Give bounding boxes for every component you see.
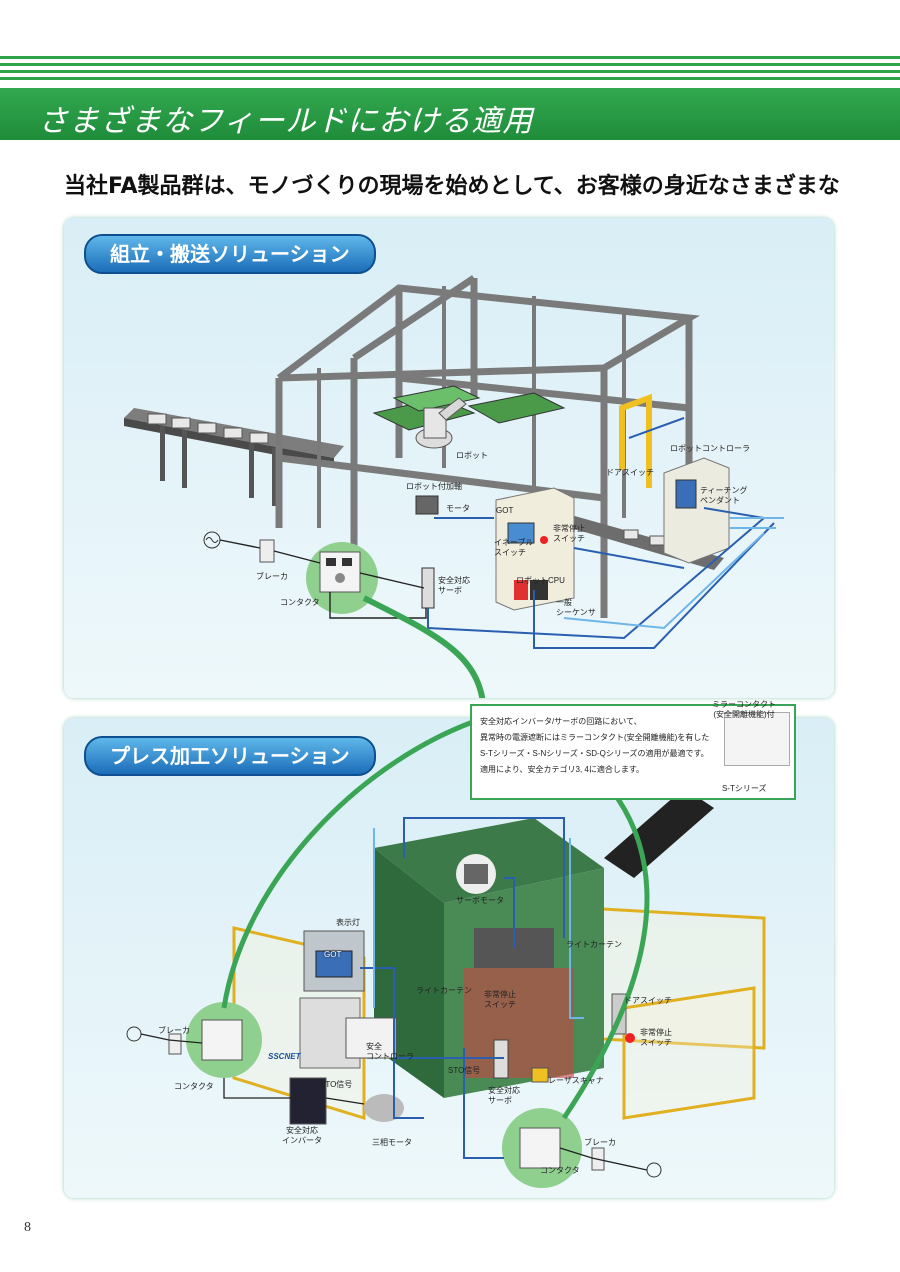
label-motor: モータ — [446, 504, 470, 513]
page-number: 8 — [24, 1220, 31, 1235]
press-title: プレス加工ソリューション — [84, 736, 376, 776]
label-sequencer: 一般 シーケンサ — [556, 598, 596, 617]
assembly-panel: 組立・搬送ソリューション — [64, 218, 834, 698]
callout-line: 異常時の電源遮断にはミラーコンタクト(安全開離機能)を有した — [480, 733, 710, 742]
header-banner — [0, 88, 900, 140]
callout-line: 安全対応インバータ/サーボの回路において、 — [480, 717, 642, 726]
label-mirror-contact: ミラーコンタクト (安全開離機能)付 — [712, 700, 776, 719]
label-breaker-2: ブレーカ — [584, 1138, 616, 1147]
label-breaker: ブレーカ — [256, 572, 288, 581]
label-series: S-Tシリーズ — [722, 784, 767, 793]
label-safety-inverter: 安全対応 インバータ — [282, 1126, 322, 1145]
label-safety-servo: 安全対応 サーボ — [438, 576, 470, 595]
label-robot: ロボット — [456, 451, 488, 460]
label-robot-cpu: ロボットCPU — [516, 576, 565, 585]
label-door-switch-press: ドアスイッチ — [624, 996, 672, 1005]
label-got: GOT — [496, 506, 514, 515]
mirror-contact-callout: 安全対応インバータ/サーボの回路において、 異常時の電源遮断にはミラーコンタクト… — [470, 704, 796, 800]
contactor-product-image — [724, 712, 790, 766]
callout-line: 適用により、安全カテゴリ3, 4に適合します。 — [480, 765, 645, 774]
label-contactor-2: コンタクタ — [540, 1166, 580, 1175]
callout-line: S-Tシリーズ・S-Nシリーズ・SD-Qシリーズの適用が最適です。 — [480, 749, 709, 758]
label-safety-controller: 安全 コントローラ — [366, 1042, 414, 1061]
press-panel: プレス加工ソリューション — [64, 718, 834, 1198]
label-estop-2: 非常停止 スイッチ — [640, 1028, 672, 1047]
assembly-title: 組立・搬送ソリューション — [84, 234, 376, 274]
label-sto-2: STO信号 — [448, 1066, 481, 1075]
label-robot-axis: ロボット付加軸 — [406, 482, 462, 491]
label-door-switch: ドアスイッチ — [606, 468, 654, 477]
label-estop: 非常停止 スイッチ — [553, 524, 585, 543]
sscnet-logo: SSCNET — [268, 1052, 301, 1061]
label-light-curtain-right: ライトカーテン — [566, 940, 622, 949]
label-estop-1: 非常停止 スイッチ — [484, 990, 516, 1009]
page-title: さまざまなフィールドにおける適用 — [38, 104, 534, 139]
label-light-curtain-left: ライトカーテン — [416, 986, 472, 995]
callout-text: 安全対応インバータ/サーボの回路において、 異常時の電源遮断にはミラーコンタクト… — [480, 714, 720, 778]
label-enable-switch: イネーブル スイッチ — [494, 538, 534, 557]
header-stripes — [0, 56, 900, 86]
label-teaching-pendant: ティーチング ペンダント — [700, 486, 748, 505]
lead-text: 当社FA製品群は、モノづくりの現場を始めとして、お客様の身近なさまざまな — [64, 174, 840, 199]
label-contactor: コンタクタ — [280, 598, 320, 607]
label-robot-controller: ロボットコントローラ — [670, 444, 750, 453]
label-got-press: GOT — [324, 950, 342, 959]
label-three-phase-motor: 三相モータ — [372, 1138, 412, 1147]
assembly-illustration — [124, 275, 784, 698]
press-illustration — [126, 718, 766, 1188]
label-breaker-1: ブレーカ — [158, 1026, 190, 1035]
label-servo-motor: サーボモータ — [456, 896, 504, 905]
label-indicator: 表示灯 — [336, 918, 360, 927]
label-contactor-1: コンタクタ — [174, 1082, 214, 1091]
label-sto-1: STO信号 — [320, 1080, 353, 1089]
label-laser-scanner: レーザスキャナ — [548, 1076, 604, 1085]
label-safety-servo-press: 安全対応 サーボ — [488, 1086, 520, 1105]
